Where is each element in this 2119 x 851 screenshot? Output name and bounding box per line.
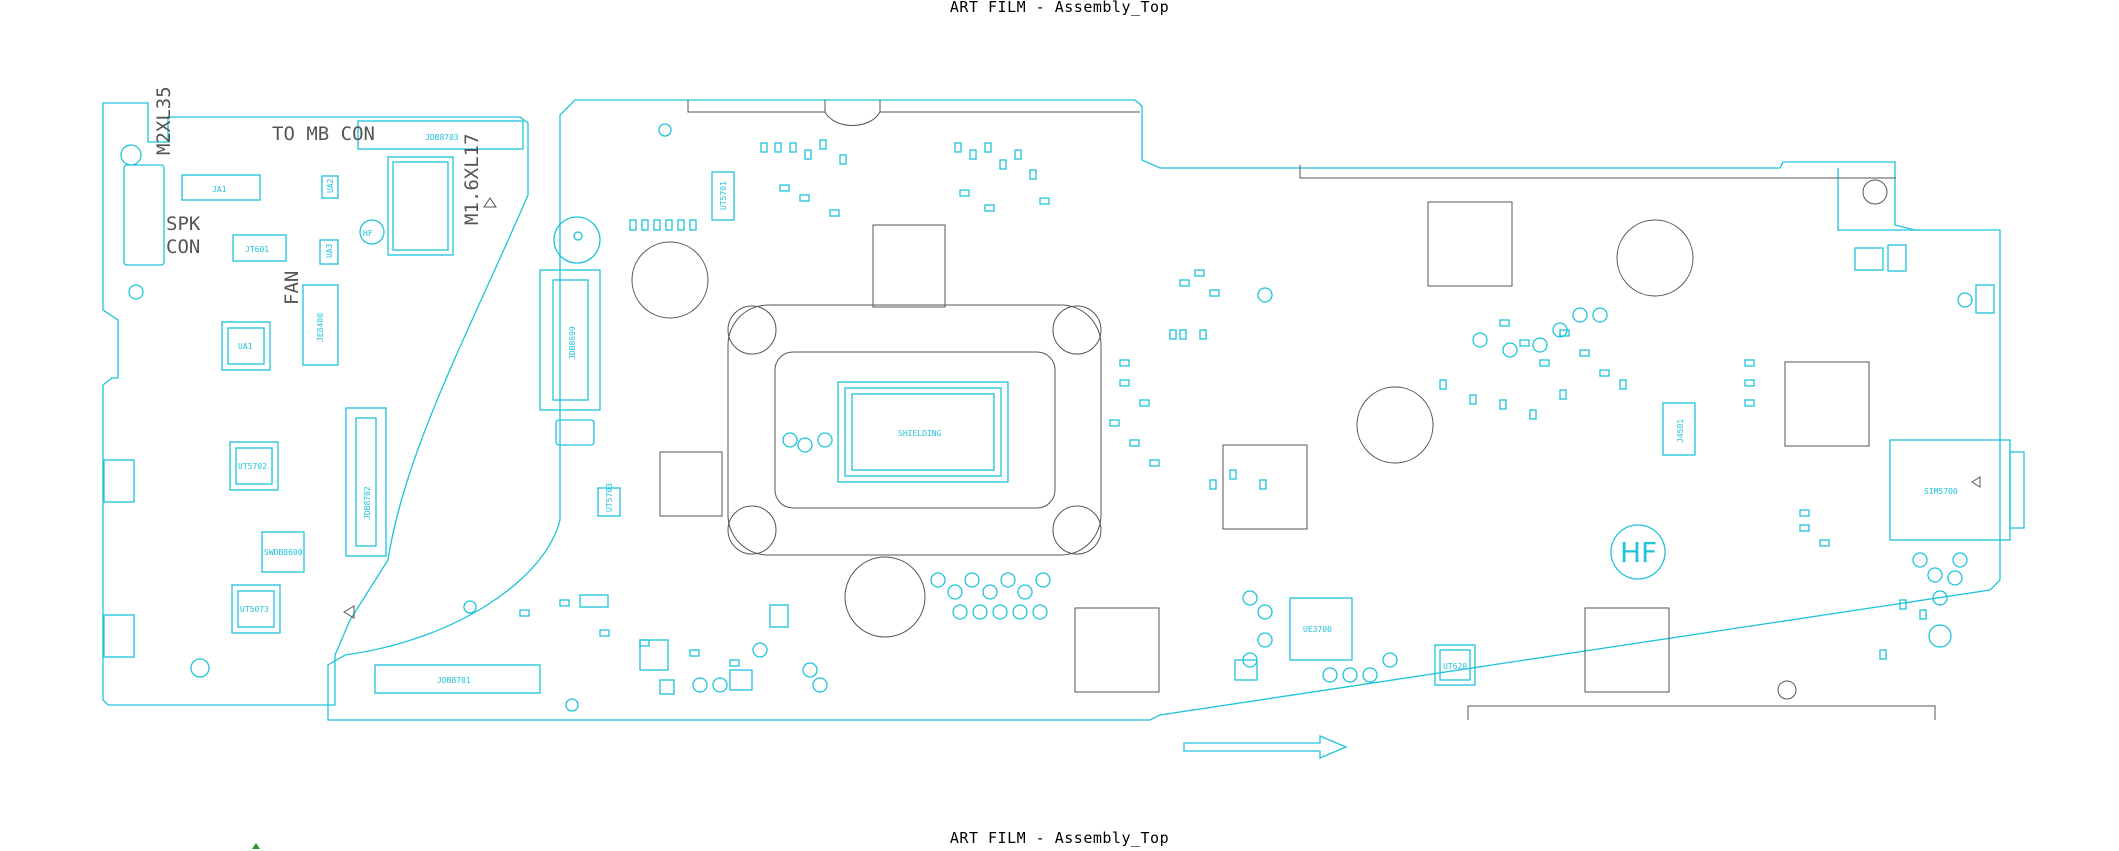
film-title-top: ART FILM - Assembly_Top	[949, 0, 1170, 16]
direction-arrow	[1183, 735, 1348, 759]
silk-m2xl35: M2XL35	[153, 86, 175, 155]
cpu-shielding	[837, 381, 1009, 483]
label-sim5700: SIM5700	[1924, 487, 1958, 496]
label-ut5702: UT5702	[238, 462, 267, 471]
chip-ua1	[221, 321, 271, 371]
label-jdb8702: JDB8702	[363, 486, 372, 520]
label-jdb8701: JDB8701	[437, 676, 471, 685]
small-components	[519, 139, 1927, 695]
label-jdb8703: JDB8703	[425, 133, 459, 142]
silk-spk: SPK	[166, 213, 201, 235]
label-ue3700: UE3700	[1303, 625, 1332, 634]
connector-jdb8703	[357, 120, 524, 150]
label-ua3: UA3	[325, 243, 334, 258]
hf-logo	[1610, 524, 1666, 580]
label-swdb8600: SWDB8600	[264, 548, 303, 557]
chip-ue3700	[1289, 597, 1353, 661]
left-connector-ja1	[181, 174, 261, 201]
label-jt601: JT601	[245, 245, 269, 254]
cpu-retention-frame	[727, 304, 1102, 556]
silk-con: CON	[166, 236, 200, 258]
label-ut620: UT620	[1443, 662, 1467, 671]
silk-fan: FAN	[281, 271, 303, 305]
chip-ua2	[321, 175, 339, 199]
chip-swdb8600	[261, 531, 305, 573]
chip-ua3	[319, 239, 339, 265]
silk-to-mb-con: TO MB CON	[272, 123, 375, 145]
label-ut5701: UT5701	[719, 181, 728, 210]
label-ua1: UA1	[238, 342, 253, 351]
label-shielding: SHIELDING	[898, 429, 942, 438]
fan-connector-je8400	[302, 284, 339, 366]
label-j4501: J4501	[1676, 419, 1685, 443]
chip-ut5701	[711, 171, 735, 221]
small-round-components	[463, 123, 1973, 712]
connector-jdb8701	[374, 664, 541, 694]
svg-text:HF: HF	[363, 229, 373, 238]
left-connector-jt601	[232, 234, 287, 262]
label-je8400: JE8400	[316, 313, 325, 342]
origin-marker	[252, 843, 260, 849]
label-ja1: JA1	[212, 185, 227, 194]
label-ut5703: UT5703	[605, 483, 614, 512]
speaker-connector-body	[123, 164, 165, 266]
label-jdb8699: JDB8699	[568, 326, 577, 360]
connector-jdb8699	[539, 269, 601, 411]
label-ua2: UA2	[326, 178, 335, 193]
label-ut5073: UT5073	[240, 605, 269, 614]
hf-logo-text: HF	[1620, 536, 1657, 569]
connector-j4501	[1662, 402, 1696, 456]
silk-m16xl17: M1.6XL17	[461, 133, 483, 225]
chip-ut5702	[229, 441, 279, 491]
film-title-bottom: ART FILM - Assembly_Top	[949, 829, 1170, 847]
chip-ut5703	[597, 487, 621, 517]
main-board-outline	[327, 99, 2001, 721]
chip-ut5073	[231, 584, 281, 634]
chip-ut620	[1434, 644, 1476, 686]
connector-jdb8702	[345, 407, 387, 557]
left-board-outline	[102, 102, 529, 706]
module-block	[387, 156, 454, 256]
